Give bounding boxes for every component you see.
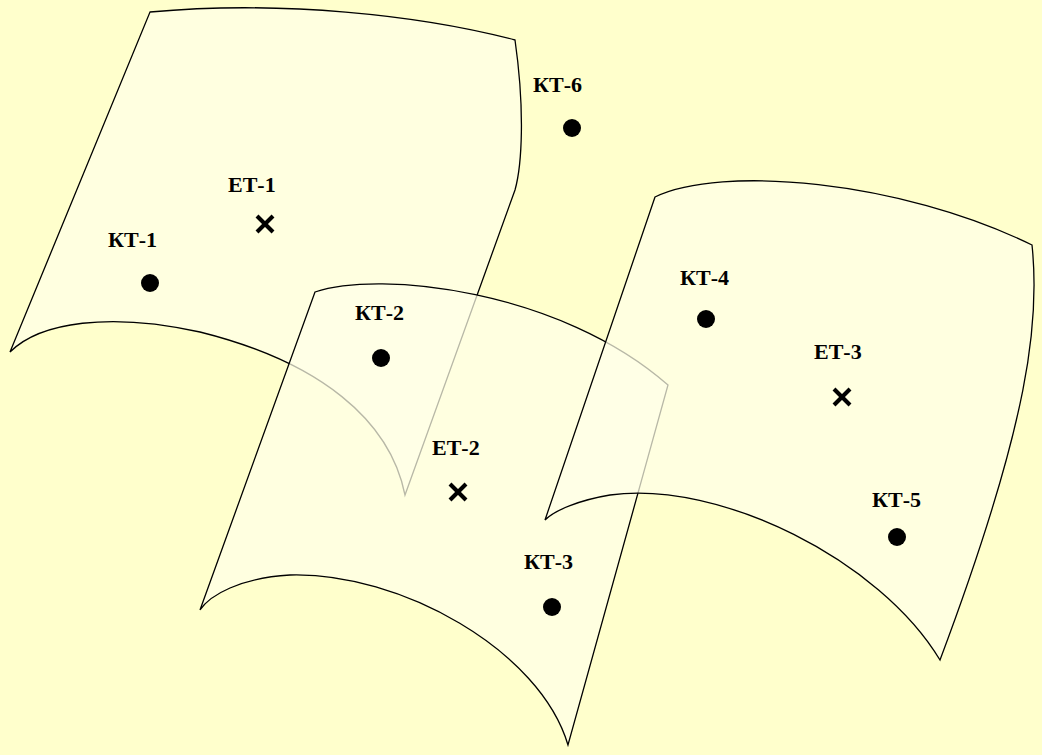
cross-mark bbox=[834, 389, 850, 405]
point-label: КТ-5 bbox=[872, 480, 917, 520]
center-label: ЕТ-1 bbox=[228, 165, 276, 205]
point-label: КТ-4 bbox=[680, 258, 725, 298]
point-dot bbox=[372, 349, 390, 367]
point-dot bbox=[563, 119, 581, 137]
point-label: КТ-6 bbox=[533, 65, 578, 105]
point-dot bbox=[888, 528, 906, 546]
point-label: КТ-2 bbox=[355, 293, 400, 333]
surface-sheet bbox=[200, 284, 668, 745]
surface-sheet bbox=[545, 181, 1034, 660]
point-dot bbox=[697, 310, 715, 328]
point-label: КТ-3 bbox=[524, 542, 569, 582]
point-label: КТ-1 bbox=[108, 220, 153, 260]
cross-mark bbox=[257, 216, 273, 232]
cross-mark bbox=[450, 484, 466, 500]
point-dot bbox=[141, 274, 159, 292]
center-label: ЕТ-2 bbox=[432, 428, 480, 468]
center-label: ЕТ-3 bbox=[814, 332, 862, 372]
point-dot bbox=[543, 598, 561, 616]
